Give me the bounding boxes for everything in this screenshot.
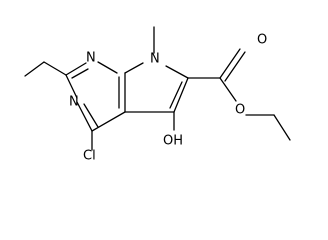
chemical-structure: N N N Cl OH O O [24, 26, 291, 163]
bond-c7a-n7 [124, 62, 144, 74]
bond-ethyl-ch2-ch3 [24, 61, 45, 77]
bond-c2-n1-inner [71, 68, 89, 79]
atom-label-o-carbonyl: O [257, 33, 267, 48]
bond-c6-c5-inner [169, 81, 183, 109]
bond-ester-c-o-double-a [219, 48, 241, 79]
atom-label-oh: OH [163, 134, 183, 149]
bond-c6-c5 [173, 77, 189, 113]
bond-n3-c2 [65, 74, 78, 99]
atom-label-cl: Cl [83, 149, 96, 163]
bond-ester-c-o-double-b [224, 51, 246, 82]
atom-label-n1: N [86, 51, 96, 66]
bond-n1-c7a [97, 61, 118, 74]
atom-label-n7: N [150, 52, 160, 67]
bond-c2-n1 [65, 62, 87, 76]
bond-ethyl-ch2-ch3-ester [273, 114, 291, 141]
bond-c2-ethyl-ch2 [43, 61, 67, 76]
bond-c4a-c4 [91, 111, 126, 132]
bond-c4-n3 [76, 101, 93, 132]
bond-ester-c-o-single [219, 77, 237, 102]
atom-label-o-ester: O [235, 103, 245, 118]
bond-n7-c6 [165, 65, 189, 79]
atom-label-n3: N [69, 95, 79, 110]
bond-c4-n3-inner [83, 103, 99, 128]
